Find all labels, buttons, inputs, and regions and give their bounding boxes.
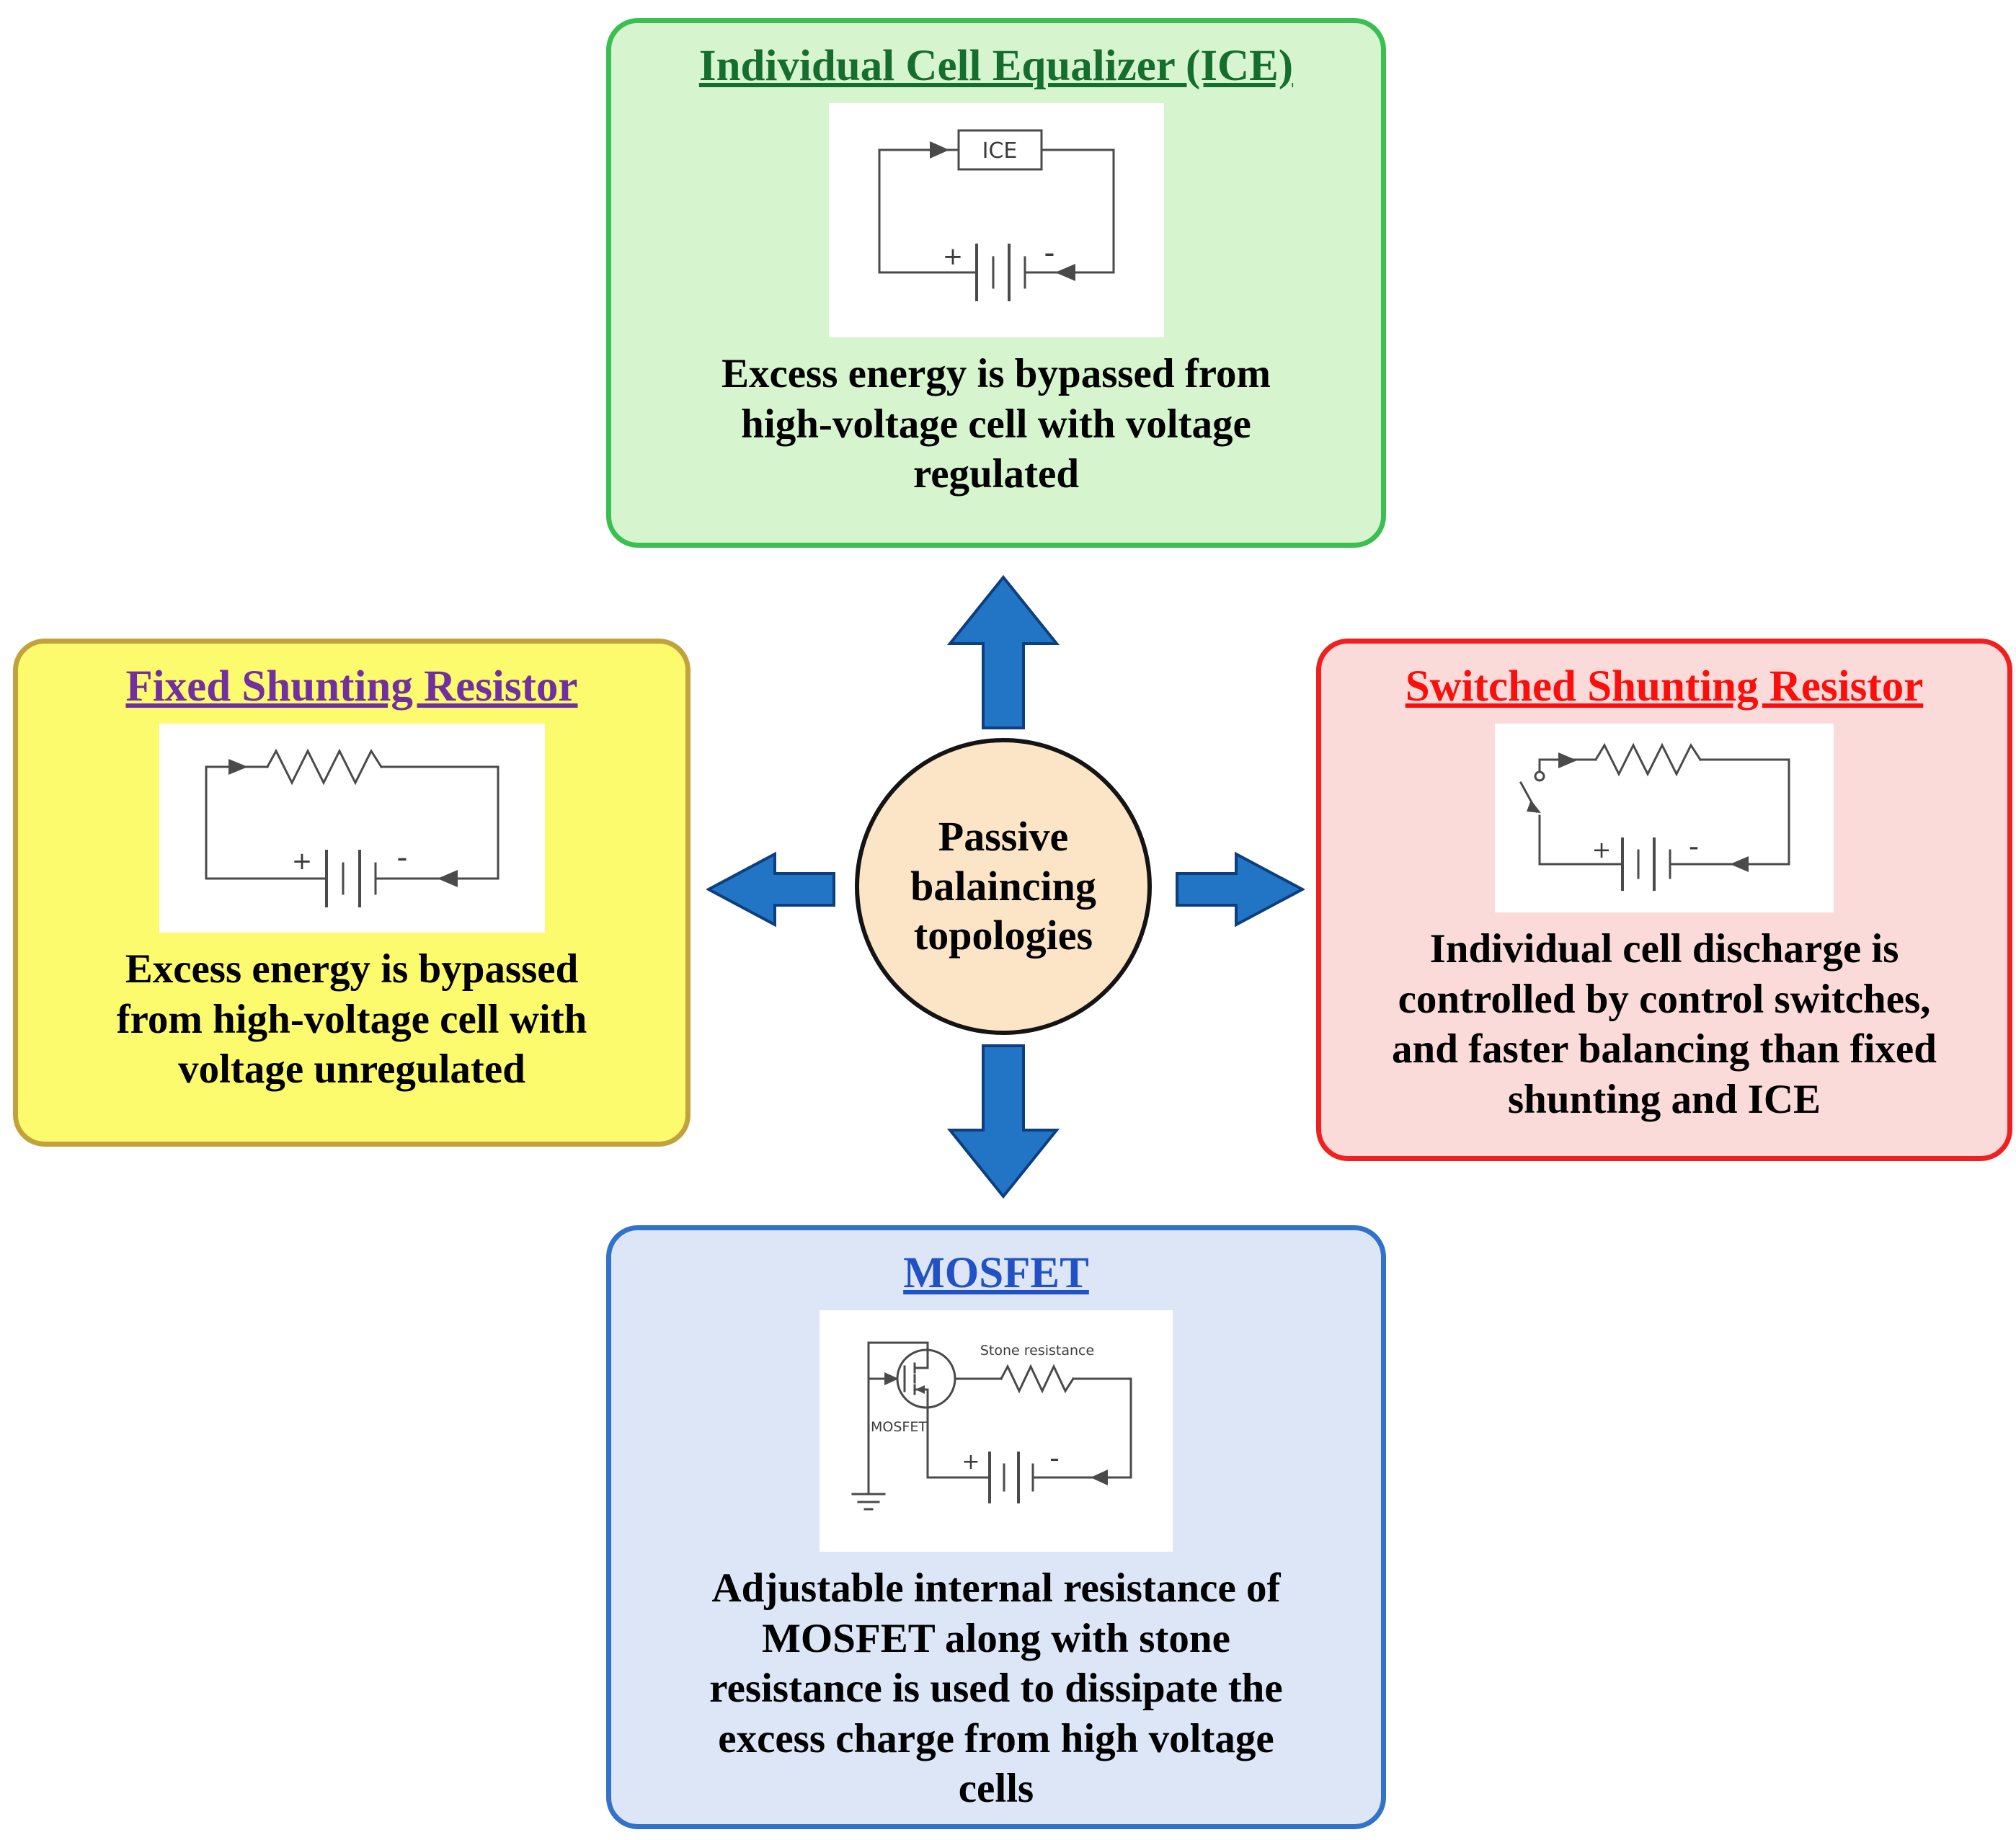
stone-resistance-label: Stone resistance [980,1343,1094,1359]
battery-plus-label: + [962,1449,980,1475]
fixed-shunting-description: Excess energy is bypassed from high-volt… [116,946,587,1093]
stone-resistor-symbol [999,1364,1075,1394]
battery-minus-label: - [1044,235,1054,270]
mosfet-title: MOSFET [903,1249,1089,1297]
switched-shunting-circuit-diagram: + - [1495,724,1834,913]
center-node-label: Passive balaincing topologies [910,813,1096,959]
topology-box-ice: Individual Cell Equalizer (ICE) ICE + - … [606,18,1386,548]
switch-contact [1534,770,1545,782]
switch-arrow-icon [1527,800,1541,814]
battery-minus-label: - [1689,830,1699,863]
center-node: Passive balaincing topologies [855,738,1152,1035]
mosfet-symbol-label: MOSFET [871,1419,927,1435]
battery-minus-label: - [396,840,407,875]
fixed-shunting-title: Fixed Shunting Resistor [125,662,578,711]
battery-plus-label: + [1592,836,1612,863]
ice-title: Individual Cell Equalizer (ICE) [698,42,1294,90]
switched-shunting-description: Individual cell discharge is controlled … [1392,926,1937,1122]
topology-box-switched-shunting: Switched Shunting Resistor + - Individua… [1316,639,2012,1161]
switched-shunting-title: Switched Shunting Resistor [1405,662,1924,711]
topology-box-fixed-shunting: Fixed Shunting Resistor + - Excess energ… [13,639,690,1147]
gate-arrow-icon [884,1372,899,1386]
current-arrow-icon [1558,752,1577,769]
resistor-symbol [265,748,383,786]
current-arrow-icon [1730,856,1749,873]
mosfet-description: Adjustable internal resistance of MOSFET… [709,1565,1283,1812]
resistor-symbol [1594,742,1702,777]
mosfet-symbol [896,1348,956,1409]
arrow-right-icon [1176,851,1305,928]
current-arrow-icon [929,141,949,159]
arrow-down-icon [946,1044,1060,1199]
fixed-shunting-circuit-diagram: + - [159,724,545,933]
current-arrow-icon [228,759,248,775]
ice-description: Excess energy is bypassed from high-volt… [721,351,1271,497]
current-arrow-icon [437,870,458,888]
current-arrow-icon [1091,1470,1108,1486]
battery-plus-label: + [291,847,312,876]
arrow-up-icon [946,575,1060,729]
topology-box-mosfet: MOSFET MOSFET S [606,1225,1386,1829]
battery-minus-label: - [1049,1442,1060,1474]
ice-component-box [957,129,1042,171]
arrow-left-icon [706,851,835,928]
ice-circuit-diagram: ICE + - [828,103,1164,338]
mosfet-circuit-diagram: MOSFET Stone resistance + - [820,1310,1173,1552]
current-arrow-icon [1054,264,1075,282]
ice-component-label: ICE [982,138,1017,164]
battery-plus-label: + [942,242,963,271]
